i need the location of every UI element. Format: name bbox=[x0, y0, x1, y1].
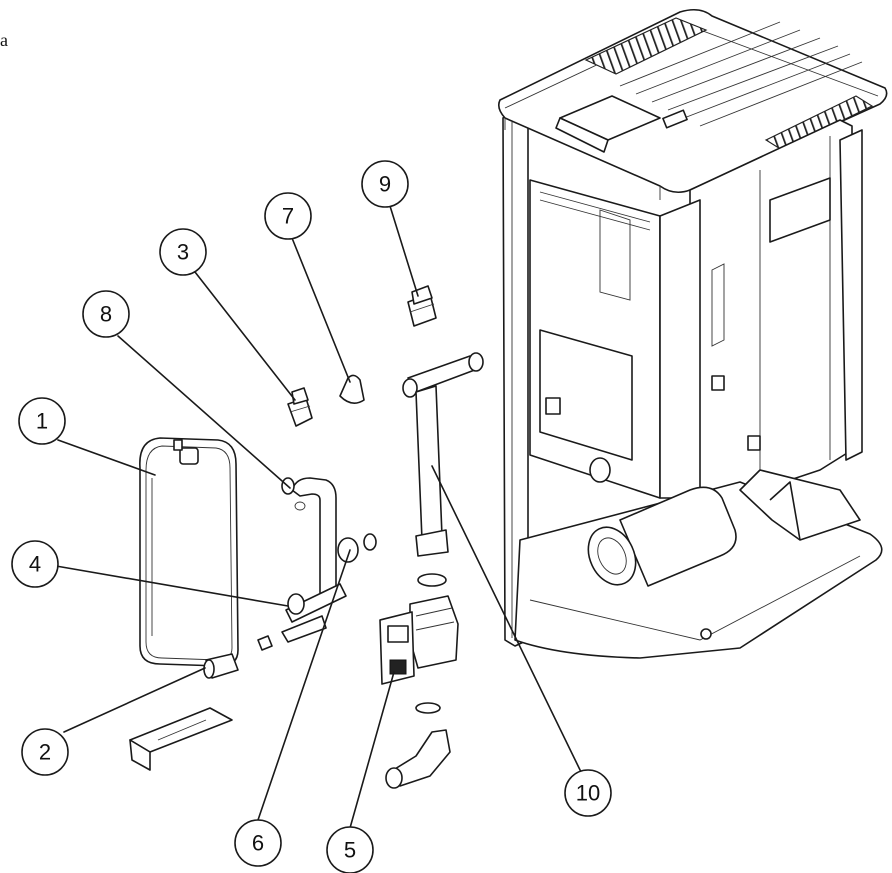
callout-8: 8 bbox=[82, 290, 130, 338]
callout-label-10: 10 bbox=[576, 781, 600, 806]
callout-2: 2 bbox=[21, 728, 69, 776]
leader-line-2 bbox=[63, 667, 206, 733]
callout-3: 3 bbox=[159, 228, 207, 276]
part-circulation-pump bbox=[379, 573, 459, 789]
callout-1: 1 bbox=[18, 397, 66, 445]
callout-label-6: 6 bbox=[252, 831, 264, 856]
callout-label-3: 3 bbox=[177, 240, 189, 265]
leader-line-8 bbox=[117, 335, 291, 489]
leader-line-6 bbox=[257, 549, 351, 821]
part-cap bbox=[339, 374, 365, 404]
callout-10: 10 bbox=[564, 769, 612, 817]
part-expansion-tank bbox=[139, 437, 239, 667]
callout-4: 4 bbox=[11, 540, 59, 588]
leader-lines bbox=[55, 205, 583, 829]
callout-9: 9 bbox=[361, 160, 409, 208]
callouts: 1 2 3 4 5 6 7 8 bbox=[11, 160, 612, 873]
part-valve-fitting bbox=[203, 653, 239, 679]
leader-line-9 bbox=[389, 205, 419, 297]
leader-line-10 bbox=[431, 465, 583, 775]
part-top-fitting bbox=[407, 285, 437, 327]
leader-line-3 bbox=[194, 271, 296, 401]
callout-label-8: 8 bbox=[100, 302, 112, 327]
part-pressure-valve bbox=[287, 387, 313, 427]
callout-5: 5 bbox=[326, 826, 374, 873]
callout-6: 6 bbox=[234, 819, 282, 867]
corner-mark: a bbox=[0, 30, 8, 50]
leader-line-1 bbox=[57, 439, 156, 476]
callout-label-5: 5 bbox=[344, 838, 356, 863]
callout-label-4: 4 bbox=[29, 552, 41, 577]
leader-line-4 bbox=[55, 565, 289, 607]
part-vertical-pipe bbox=[402, 352, 484, 557]
stove-body bbox=[498, 8, 888, 659]
part-pipe-assembly bbox=[257, 477, 377, 651]
callout-label-1: 1 bbox=[36, 409, 48, 434]
part-mounting-bracket bbox=[129, 707, 233, 771]
callout-label-2: 2 bbox=[39, 740, 51, 765]
callout-7: 7 bbox=[264, 192, 312, 240]
leader-line-7 bbox=[291, 237, 351, 383]
callout-label-7: 7 bbox=[282, 204, 294, 229]
leader-line-5 bbox=[349, 671, 395, 829]
callout-label-9: 9 bbox=[379, 172, 391, 197]
